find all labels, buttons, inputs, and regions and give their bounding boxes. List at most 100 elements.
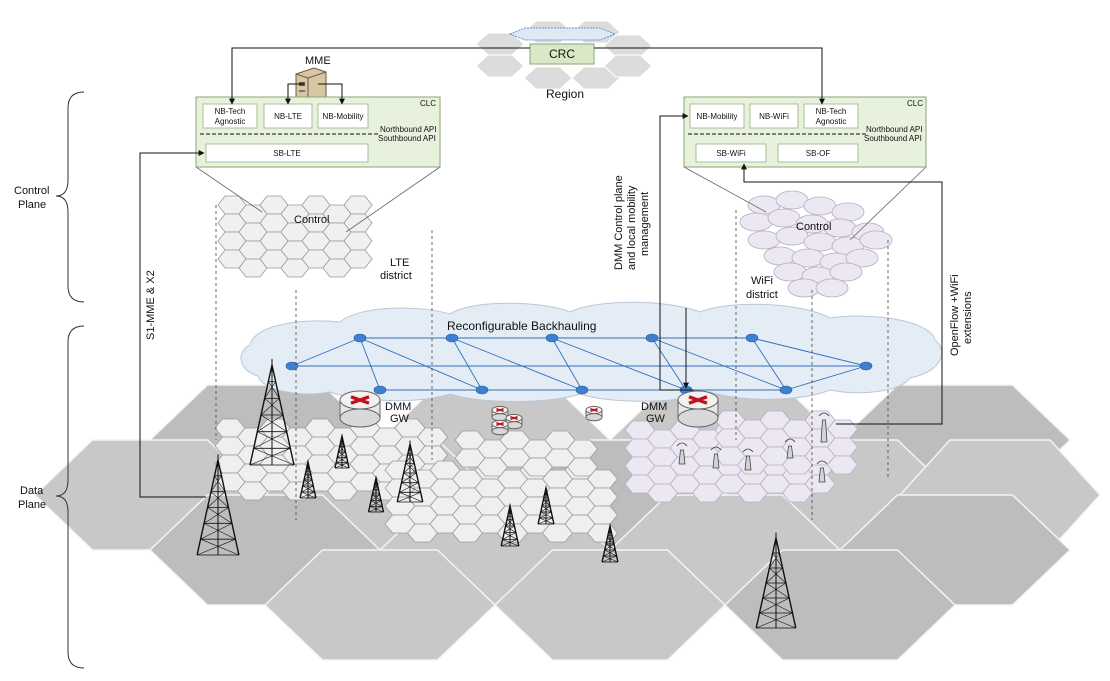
tower-brace [401,482,421,493]
data-plane-label-1: Data [20,485,44,497]
router-base [585,413,603,422]
control-plane-label-1: Control [14,185,49,197]
tower-brace [257,431,291,449]
backhaul-link [785,365,867,391]
lte-district-hex [343,249,373,269]
tower-brace [303,479,314,487]
antenna-signal [676,442,688,447]
plane-braces [55,91,85,669]
tower-brace [369,500,382,507]
tower-brace [537,517,553,525]
backhaul-link [551,337,583,391]
tower-brace [207,491,226,508]
right-nb-mobility-label: NB-Mobility [697,112,738,121]
lte-macro-tower [249,359,295,466]
right-sb-wifi-label: SB-WiFi [716,149,746,158]
small-tower [537,485,555,525]
backhaul-link [651,337,787,391]
backhaul-node [779,385,793,395]
right-nb-wifi-label: NB-WiFi [759,112,789,121]
lte-control-label: Control [294,214,329,226]
wifi-district-cell [831,202,865,222]
left-gw-label-1: DMM [385,401,411,413]
routers [339,390,719,436]
tower-brace [253,431,287,449]
right-nb-wifi-box: NB-WiFi [749,103,799,129]
router-arrows [590,408,598,412]
tower-brace [338,451,347,458]
tower-brace [196,538,236,556]
projection-lines [215,205,889,520]
tower-brace [334,462,348,469]
tower-brace [305,473,313,481]
backhaul-link [359,337,483,391]
tower-brace [210,491,229,508]
tower-brace [399,492,423,503]
tower-brace [305,467,310,475]
lte-control-district [217,195,373,278]
left-clc-tag: CLC [420,99,436,108]
tower-brace [338,446,345,453]
backhaul-link [551,337,687,391]
tower-brace [370,494,380,501]
wifi-district-label-2: district [746,289,778,301]
tower-brace [607,537,615,545]
edge-router [585,405,603,422]
region-top-outline [508,27,617,41]
wifi-antenna [784,438,796,459]
tower-brace [403,472,419,483]
tower-brace [539,511,552,519]
tower-brace [540,505,551,513]
backhaul-node [475,385,489,395]
backhaul-links [291,337,867,391]
cell-towers [196,359,797,629]
tower-brace [544,493,549,501]
wifi-district-cell [803,232,837,252]
right-sb-of-label: SB-OF [806,149,831,158]
tower-brace [374,483,379,490]
mme-label: MME [305,55,331,67]
tower-brace [505,525,517,533]
tower-brace [397,492,421,503]
edge-router [491,419,509,436]
crc-box: CRC [529,43,595,65]
tower-brace [264,381,276,399]
region-hex [475,54,525,78]
backhaul-node [859,361,873,371]
tower-brace [340,441,345,447]
right-nb-tech-agnostic-box: NB-Tech Agnostic [803,103,859,129]
wifi-district-cell [829,262,863,282]
right-sb-wifi-box: SB-WiFi [695,143,767,163]
router-base [677,408,719,428]
tower-brace [301,491,317,499]
tower-brace [506,512,512,520]
tower-brace [260,398,280,416]
tower-brace [607,531,612,539]
tower-brace [214,475,226,492]
router-base [339,408,381,428]
backhaul-node [645,333,659,343]
tower-brace [303,473,311,481]
left-sb-lte-box: SB-LTE [205,143,369,163]
left-nb-mobility-box: NB-Mobility [317,103,369,129]
right-southbound-label: Southbound API [864,134,922,143]
router-arrows [496,422,504,426]
left-nb-lte-box: NB-LTE [263,103,313,129]
router-arrows [350,395,370,405]
backhaul-link [291,337,361,367]
small-tower [334,434,350,469]
tower-brace [772,552,783,569]
backhaul-link [451,337,483,391]
left-nb-mobility-label: NB-Mobility [323,112,364,121]
backhaul-link [751,337,787,391]
tower-brace [601,555,617,563]
tower-brace [253,448,295,466]
region-hex [523,66,573,90]
tower-brace [541,499,549,507]
tower-brace [605,537,613,545]
tower-brace [505,519,514,527]
small-tower [299,459,317,499]
router-base [491,427,509,436]
dmm-control-label-1: DMM Control plane [613,175,625,270]
